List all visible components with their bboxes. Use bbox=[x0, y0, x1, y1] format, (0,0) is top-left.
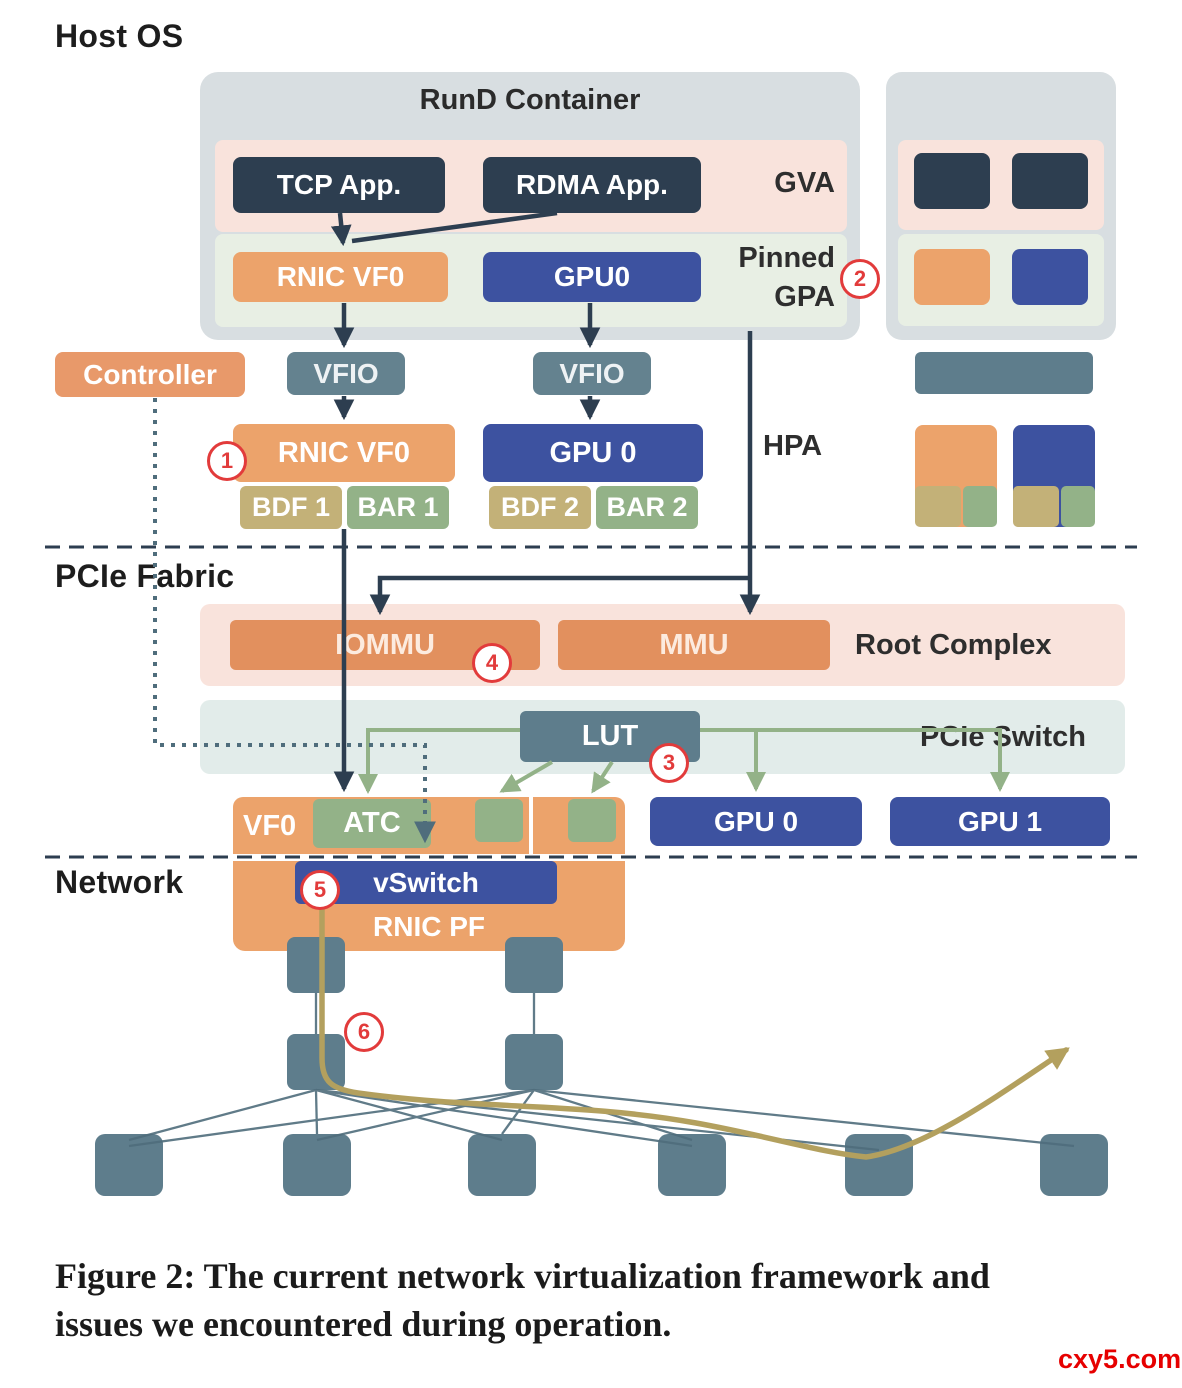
rund-container-title: RunD Container bbox=[419, 84, 641, 116]
issue-badge-2: 2 bbox=[840, 259, 880, 299]
section-pcie-fabric: PCIe Fabric bbox=[55, 558, 235, 594]
bdf1-box: BDF 1 bbox=[240, 486, 342, 529]
caption-line-1: Figure 2: The current network virtualiza… bbox=[55, 1256, 990, 1296]
rnic-vf0-container-box: RNIC VF0 bbox=[233, 252, 448, 302]
section-network: Network bbox=[55, 864, 184, 900]
network-mesh-lines bbox=[128, 993, 1075, 1152]
tcp-app-box: TCP App. bbox=[233, 157, 445, 213]
vfio-left-box: VFIO bbox=[287, 352, 405, 395]
legend-gpu-block bbox=[1012, 249, 1088, 305]
legend-rnic-bdf-slot bbox=[915, 486, 961, 527]
tor-switch-1 bbox=[287, 1034, 345, 1090]
endpoint-node-3 bbox=[468, 1134, 536, 1196]
issue-badge-5: 5 bbox=[300, 870, 340, 910]
atc-box: ATC bbox=[313, 799, 431, 848]
rnic-port-1 bbox=[287, 937, 345, 993]
issue-badge-6: 6 bbox=[344, 1012, 384, 1052]
root-complex-label: Root Complex bbox=[855, 629, 1052, 661]
figure-caption: Figure 2: The current network virtualiza… bbox=[55, 1253, 1155, 1348]
legend-rnic-block bbox=[914, 249, 990, 305]
pcie-gpu1-box: GPU 1 bbox=[890, 797, 1110, 846]
gva-label: GVA bbox=[774, 167, 835, 199]
legend-app-block-1 bbox=[914, 153, 990, 209]
caption-line-2: issues we encountered during operation. bbox=[55, 1303, 672, 1344]
bar2-box: BAR 2 bbox=[596, 486, 698, 529]
pinned-label: Pinned bbox=[738, 242, 835, 274]
vf0-bar-slot-2 bbox=[568, 799, 616, 842]
vfio-right-box: VFIO bbox=[533, 352, 651, 395]
issue-badge-1: 1 bbox=[207, 441, 247, 481]
legend-app-block-2 bbox=[1012, 153, 1088, 209]
endpoint-node-2 bbox=[283, 1134, 351, 1196]
rdma-app-box: RDMA App. bbox=[483, 157, 701, 213]
tor-switch-2 bbox=[505, 1034, 563, 1090]
host-rnic-vf0-box: RNIC VF0 bbox=[233, 424, 455, 482]
vf0-label: VF0 bbox=[243, 810, 297, 842]
hpa-label: HPA bbox=[763, 430, 823, 462]
controller-box: Controller bbox=[55, 352, 245, 397]
rnic-port-2 bbox=[505, 937, 563, 993]
vf0-bar-slot-1 bbox=[475, 799, 523, 842]
endpoint-node-1 bbox=[95, 1134, 163, 1196]
pcie-switch-label: PCIe Switch bbox=[920, 721, 1086, 753]
legend-gpu-bar-slot bbox=[1061, 486, 1095, 527]
issue-badge-4: 4 bbox=[472, 643, 512, 683]
endpoint-node-6 bbox=[1040, 1134, 1108, 1196]
legend-hpa-bar bbox=[915, 352, 1093, 394]
section-host-os: Host OS bbox=[55, 18, 184, 54]
bar1-box: BAR 1 bbox=[347, 486, 449, 529]
mmu-box: MMU bbox=[558, 620, 830, 670]
endpoint-node-5 bbox=[845, 1134, 913, 1196]
bdf2-box: BDF 2 bbox=[489, 486, 591, 529]
gpa-label: GPA bbox=[774, 281, 835, 313]
legend-rnic-bar-slot bbox=[963, 486, 997, 527]
host-gpu0-box: GPU 0 bbox=[483, 424, 703, 482]
gpu0-container-box: GPU0 bbox=[483, 252, 701, 302]
endpoint-node-4 bbox=[658, 1134, 726, 1196]
issue-badge-3: 3 bbox=[649, 743, 689, 783]
watermark: cxy5.com bbox=[1058, 1344, 1182, 1374]
legend-gpu-bdf-slot bbox=[1013, 486, 1059, 527]
pcie-gpu0-box: GPU 0 bbox=[650, 797, 862, 846]
vf-divider bbox=[529, 797, 533, 854]
